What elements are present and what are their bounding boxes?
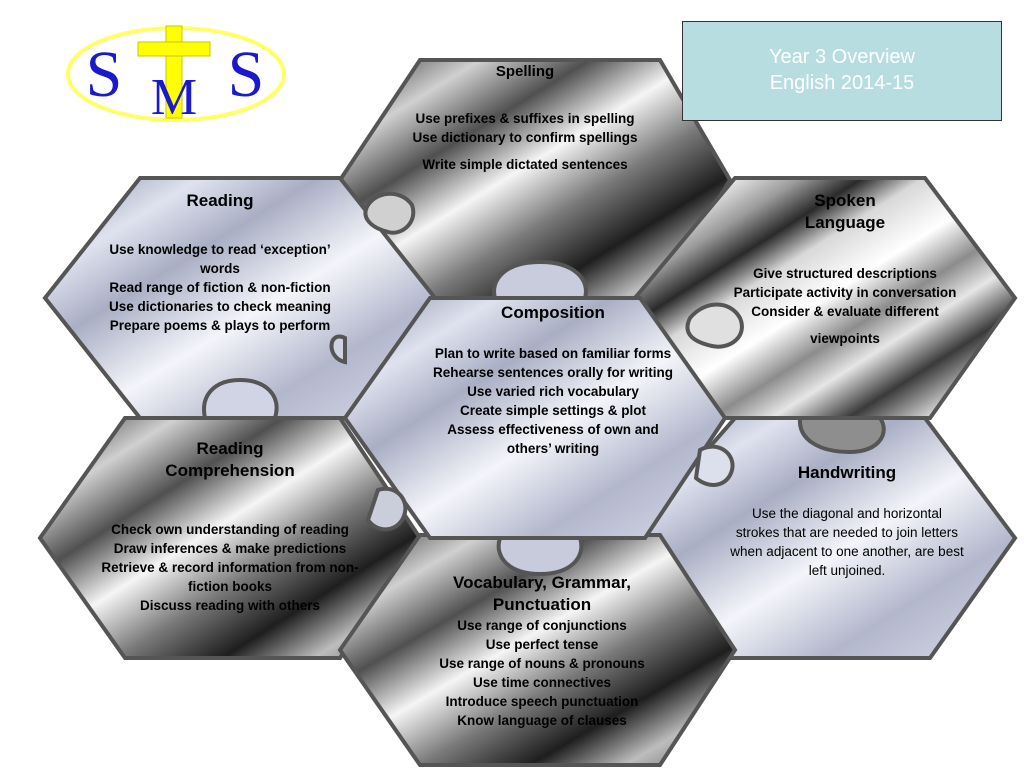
reading-comp-item-4: fiction books — [188, 579, 272, 594]
vgp-heading-line-1: Vocabulary, Grammar, — [453, 573, 631, 592]
vgp-item-1: Use range of conjunctions — [457, 618, 627, 633]
reading-comp-heading-line-1: Reading — [196, 439, 264, 458]
vgp-item-2: Use perfect tense — [485, 637, 599, 652]
logo-letter-left: S — [86, 38, 123, 111]
knob-right-lower — [797, 416, 886, 455]
handwriting-item-1: Use the diagonal and horizontal — [752, 506, 942, 521]
logo-letter-right: S — [228, 38, 265, 111]
vgp-item-4: Use time connectives — [472, 675, 612, 690]
title-line-2: English 2014-15 — [769, 72, 915, 94]
reading-comp-item-1: Check own understanding of reading — [111, 522, 349, 537]
spelling-text: Spelling Use prefixes & suffixes in spel… — [370, 62, 680, 174]
logo-letter-mid: M — [151, 69, 197, 124]
spoken-heading-line-1: Spoken — [814, 191, 876, 210]
composition-item-3: Use varied rich vocabulary — [467, 384, 639, 399]
knob-right-upper — [685, 302, 744, 349]
handwriting-item-4: left unjoined. — [808, 563, 886, 578]
composition-heading: Composition — [501, 303, 605, 322]
puzzle-knobs — [202, 191, 886, 577]
spoken-item-4: viewpoints — [810, 331, 880, 346]
title-box: Year 3 Overview English 2014-15 — [682, 21, 1002, 121]
reading-item-2: words — [200, 261, 240, 276]
spoken-language-text: Spoken Language Give structured descript… — [705, 190, 985, 348]
reading-item-5: Prepare poems & plays to perform — [109, 318, 331, 333]
composition-hexagon — [342, 296, 728, 540]
reading-comp-item-5: Discuss reading with others — [139, 598, 321, 613]
reading-comprehension-hexagon — [37, 416, 423, 660]
knob-center-bottom — [496, 536, 584, 577]
spelling-item-1: Use prefixes & suffixes in spelling — [415, 111, 635, 126]
vgp-item-5: Introduce speech punctuation — [445, 694, 639, 709]
reading-comp-item-2: Draw inferences & make predictions — [113, 541, 347, 556]
handwriting-item-3: when adjacent to one another, are best — [730, 544, 964, 559]
handwriting-heading: Handwriting — [797, 463, 897, 482]
spoken-heading-line-2: Language — [804, 213, 886, 232]
knob-left-lower — [202, 377, 279, 420]
knob-left — [329, 334, 347, 365]
composition-text: Composition Plan to write based on famil… — [398, 302, 708, 458]
knob-top-left — [363, 191, 416, 235]
title-line-1: Year 3 Overview — [769, 46, 915, 68]
knob-bottom-left — [365, 486, 408, 532]
vgp-item-6: Know language of clauses — [457, 713, 627, 728]
reading-heading: Reading — [186, 191, 254, 210]
reading-comp-heading-line-2: Comprehension — [165, 461, 295, 480]
vgp-heading-line-2: Punctuation — [492, 595, 592, 614]
composition-item-6: others’ writing — [506, 441, 600, 456]
reading-comprehension-text: Reading Comprehension Check own understa… — [72, 438, 388, 615]
vgp-text: Vocabulary, Grammar, Punctuation Use ran… — [390, 572, 694, 730]
handwriting-text: Handwriting Use the diagonal and horizon… — [705, 462, 989, 580]
composition-item-2: Rehearse sentences orally for writing — [432, 365, 674, 380]
reading-item-3: Read range of fiction & non-fiction — [109, 280, 331, 295]
school-logo: S M S — [66, 25, 286, 124]
vgp-item-3: Use range of nouns & pronouns — [439, 656, 645, 671]
knob-top-center — [492, 259, 588, 300]
spoken-item-1: Give structured descriptions — [753, 266, 937, 281]
reading-text: Reading Use knowledge to read ‘exception… — [80, 190, 360, 335]
composition-item-5: Assess effectiveness of own and — [447, 422, 659, 437]
vgp-hexagon — [337, 533, 738, 767]
handwriting-item-2: strokes that are needed to join letters — [735, 525, 959, 540]
spelling-item-3: Write simple dictated sentences — [422, 157, 628, 172]
reading-item-1: Use knowledge to read ‘exception’ — [109, 242, 331, 257]
spoken-item-2: Participate activity in conversation — [733, 285, 957, 300]
spoken-item-3: Consider & evaluate different — [751, 304, 939, 319]
composition-item-4: Create simple settings & plot — [459, 403, 647, 418]
reading-comp-item-3: Retrieve & record information from non- — [101, 560, 359, 575]
logo-cross-horizontal — [137, 41, 211, 57]
spelling-item-2: Use dictionary to confirm spellings — [412, 130, 638, 145]
composition-item-1: Plan to write based on familiar forms — [434, 346, 672, 361]
reading-item-4: Use dictionaries to check meaning — [108, 299, 332, 314]
knob-center-right — [693, 444, 735, 487]
spelling-heading: Spelling — [495, 63, 555, 80]
